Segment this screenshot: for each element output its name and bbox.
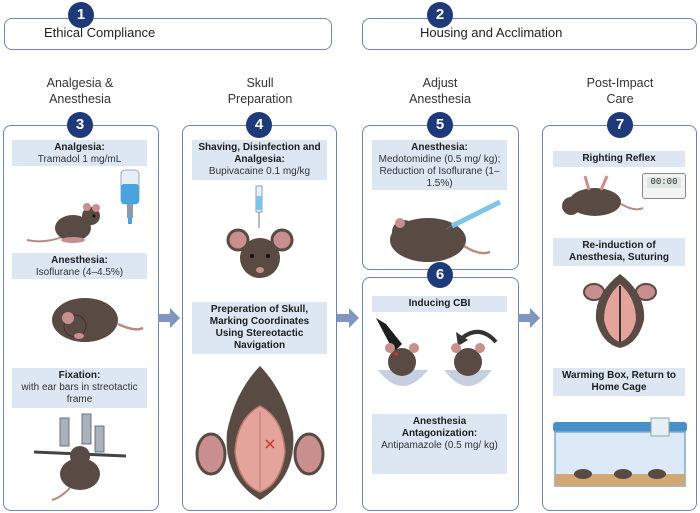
step-1-box [4,18,332,50]
step-7-badge: 7 [607,112,633,138]
adjust-anesthesia-text: Medotomidine (0.5 mg/ kg); Reduction of … [378,154,501,189]
mouse-injection-icon [390,199,502,262]
syringe-icon [255,185,263,228]
step-3-badge: 3 [67,112,93,138]
antagonization-title: Anesthesia Antagonization: [401,416,478,439]
step-6-badge: 6 [427,262,453,288]
exposed-skull-icon [195,366,325,500]
mouse-righting-icon [562,175,644,216]
fixation-label: Fixation: with ear bars in streotactic f… [12,368,147,408]
cbi-impact-icon [376,318,498,386]
flow-arrow-icon [337,308,359,328]
step-1-badge: 1 [68,2,94,28]
step-3-heading-line1: Analgesia & [46,76,114,90]
fixation-text: with ear bars in streotactic frame [21,382,138,405]
step-4-heading-line1: Skull [246,76,274,90]
anesthesia-text: Isoflurane (4–4.5%) [35,267,124,278]
step-1-label: Ethical Compliance [44,25,156,40]
skull-prep-title: Preperation of Skull, Marking Coordinate… [209,304,310,351]
righting-reflex-title: Righting Reflex [582,153,656,164]
step-5-heading-line2: Anesthesia [409,92,471,106]
reinduction-label: Re-induction of Anesthesia, Suturing [553,238,685,266]
anesthesia-title: Anesthesia: [51,255,108,266]
adjust-anesthesia-title: Anesthesia: [411,142,468,153]
anesthesia-label: Anesthesia: Isoflurane (4–4.5%) [12,253,147,279]
flow-arrow-icon [158,308,180,328]
step-7-heading-line2: Care [606,92,634,106]
righting-reflex-label: Righting Reflex [553,151,685,167]
home-cage-icon [553,417,687,487]
step-4-heading-line2: Preparation [227,92,293,106]
fixation-title: Fixation: [58,370,101,381]
step-5-heading-line1: Adjust [422,76,458,90]
water-bottle-icon [120,169,140,224]
step-2-label: Housing and Acclimation [420,25,563,40]
antagonization-text: Antipamazole (0.5 mg/ kg) [381,440,498,451]
step-7-heading: Post-Impact Care [560,75,680,107]
step-3-heading: Analgesia & Anesthesia [20,75,140,107]
warming-box-title: Warming Box, Return to Home Cage [561,370,677,393]
step-3-heading-line2: Anesthesia [49,92,111,106]
step-4-badge: 4 [246,112,272,138]
shaving-label: Shaving, Disinfection and Analgesia: Bup… [192,140,327,180]
flow-arrow-icon [518,308,540,328]
inducing-cbi-label: Inducing CBI [372,296,507,312]
timer-icon: 00:00 [642,173,686,199]
analgesia-label: Analgesia: Tramadol 1 mg/mL [12,140,147,166]
reinduction-title: Re-induction of Anesthesia, Suturing [568,240,669,263]
step-5-badge: 5 [427,112,453,138]
step-2-box [362,18,697,50]
warming-box-label: Warming Box, Return to Home Cage [553,368,685,396]
mouse-head-icon [226,228,294,278]
shaving-text: Bupivacaine 0.1 mg/kg [208,166,311,177]
mouse-sitting-icon [26,203,100,243]
stereotactic-frame-icon [33,413,127,501]
analgesia-title: Analgesia: [54,142,105,153]
step-5-heading: Adjust Anesthesia [380,75,500,107]
shaving-title: Shaving, Disinfection and Analgesia: [198,142,321,165]
analgesia-text: Tramadol 1 mg/mL [37,154,122,165]
sutured-skull-icon [583,274,657,348]
step-4-heading: Skull Preparation [200,75,320,107]
adjust-anesthesia-label: Anesthesia: Medotomidine (0.5 mg/ kg); R… [372,140,507,190]
mouse-anesthetized-icon [52,298,144,342]
skull-prep-label: Preperation of Skull, Marking Coordinate… [192,302,327,354]
step-7-heading-line1: Post-Impact [586,76,654,90]
timer-display: 00:00 [647,177,681,188]
inducing-cbi-title: Inducing CBI [408,298,471,309]
antagonization-label: Anesthesia Antagonization: Antipamazole … [372,414,507,474]
step-2-badge: 2 [427,2,453,28]
